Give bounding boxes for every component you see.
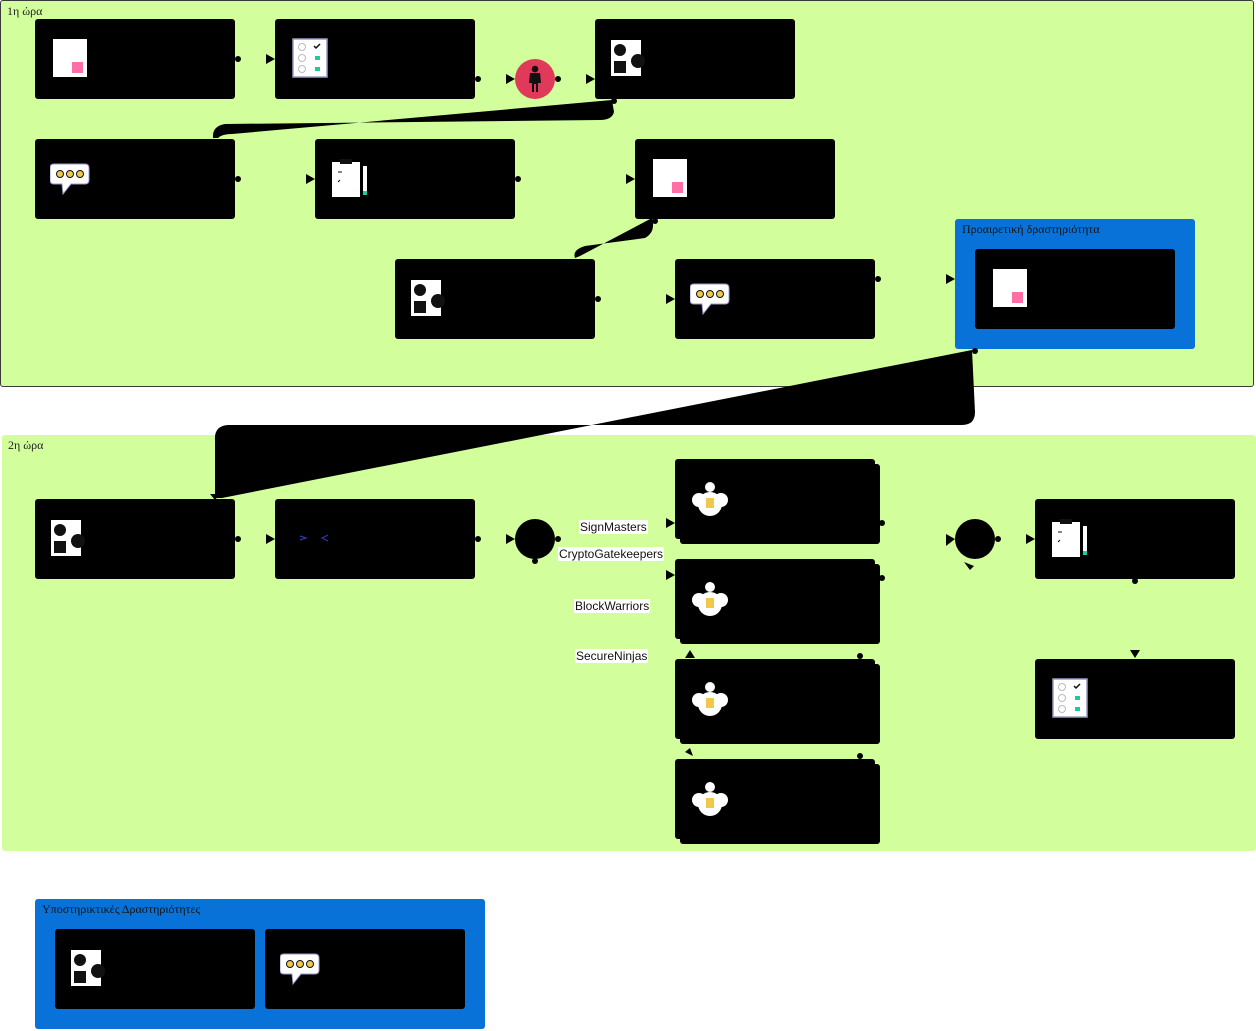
team-task-blockwarriors[interactable]	[675, 659, 875, 739]
arrowhead	[1130, 650, 1140, 658]
code-brackets-icon	[299, 534, 329, 542]
connection-point	[532, 558, 538, 564]
checklist-icon	[292, 38, 328, 78]
arrowhead	[626, 174, 635, 184]
start-person-event[interactable]	[515, 59, 555, 99]
connection-point	[235, 536, 241, 542]
chat-bubble-icon	[280, 953, 320, 986]
connector-row1-to-row2	[212, 100, 614, 138]
clipboard-pencil-icon	[332, 159, 367, 197]
connection-point	[555, 76, 561, 82]
lane-hour-1-title: 1η ώρα	[7, 4, 43, 18]
connection-point	[995, 536, 1001, 542]
connection-point	[475, 536, 481, 542]
arrowhead	[266, 54, 275, 64]
connection-point	[652, 218, 658, 224]
activity-code[interactable]	[275, 499, 475, 579]
connector-row2-to-row3	[574, 218, 654, 258]
arrowhead	[666, 294, 675, 304]
connection-point	[857, 753, 863, 759]
arrowhead	[666, 570, 675, 580]
arrowhead	[266, 534, 275, 544]
connection-point	[857, 653, 863, 659]
branch-label-blockwarriors: BlockWarriors	[574, 599, 651, 613]
connection-point	[879, 520, 885, 526]
supportive-shapes[interactable]	[55, 929, 255, 1009]
connection-point	[972, 348, 978, 354]
chat-bubble-icon	[690, 283, 730, 316]
branch-label-secureninjas: SecureNinjas	[575, 649, 649, 663]
connection-point	[555, 536, 561, 542]
activity-optional-note[interactable]	[975, 249, 1175, 329]
connection-point	[879, 575, 885, 581]
clipboard-pencil-icon	[1052, 519, 1087, 557]
document-note-icon	[53, 39, 87, 77]
arrowhead	[1026, 534, 1035, 544]
checklist-icon	[1052, 678, 1088, 718]
team-group-icon	[692, 482, 728, 516]
person-icon	[529, 65, 541, 92]
shapes-icon	[411, 280, 445, 316]
arrowhead	[685, 650, 695, 658]
arrowhead	[946, 274, 955, 284]
connection-point	[235, 176, 241, 182]
connection-point	[611, 98, 617, 104]
connection-point	[475, 76, 481, 82]
fork-gateway[interactable]	[515, 519, 555, 559]
group-supportive-title: Υποστηρικτικές Δραστηριότητες	[42, 902, 201, 916]
join-gateway[interactable]	[955, 519, 995, 559]
arrowhead	[666, 518, 675, 528]
arrowhead	[946, 534, 955, 546]
team-task-signmasters[interactable]	[675, 459, 875, 539]
arrowhead	[586, 74, 595, 84]
activity-shapes-2[interactable]	[395, 259, 595, 339]
arrowhead	[964, 562, 974, 570]
connection-point	[595, 296, 601, 302]
activity-worksheet-2[interactable]	[1035, 499, 1235, 579]
document-note-icon	[653, 159, 687, 197]
activity-checklist[interactable]	[275, 19, 475, 99]
activity-worksheet-1[interactable]	[315, 139, 515, 219]
arrowhead	[685, 748, 693, 756]
branch-label-signmasters: SignMasters	[579, 520, 648, 534]
team-group-icon	[692, 582, 728, 616]
arrowhead	[506, 74, 515, 84]
team-task-cryptogatekeepers[interactable]	[675, 559, 875, 639]
activity-shapes-3[interactable]	[35, 499, 235, 579]
shapes-icon	[51, 520, 85, 556]
branch-label-cryptogatekeepers: CryptoGatekeepers	[558, 547, 665, 561]
arrowhead	[306, 174, 315, 184]
shapes-icon	[611, 40, 645, 76]
activity-discussion-1[interactable]	[35, 139, 235, 219]
document-note-icon	[993, 269, 1027, 307]
connection-point	[235, 56, 241, 62]
arrowhead	[210, 494, 220, 500]
connection-point	[515, 176, 521, 182]
shapes-icon	[71, 950, 105, 986]
activity-final-checklist[interactable]	[1035, 659, 1235, 739]
team-group-icon	[692, 682, 728, 716]
chat-bubble-icon	[50, 163, 90, 196]
group-optional-title: Προαιρετική δραστηριότητα	[962, 222, 1100, 236]
arrowhead	[506, 534, 515, 544]
connection-point	[1132, 578, 1138, 584]
team-group-icon	[692, 782, 728, 816]
connection-point	[875, 276, 881, 282]
lane-hour-2-title: 2η ώρα	[8, 438, 44, 452]
activity-shapes-1[interactable]	[595, 19, 795, 99]
activity-discussion-2[interactable]	[675, 259, 875, 339]
supportive-discussion[interactable]	[265, 929, 465, 1009]
team-task-secureninjas[interactable]	[675, 759, 875, 839]
activity-intro-note[interactable]	[35, 19, 235, 99]
activity-note-2[interactable]	[635, 139, 835, 219]
connector-hour1-to-hour2	[214, 350, 975, 498]
